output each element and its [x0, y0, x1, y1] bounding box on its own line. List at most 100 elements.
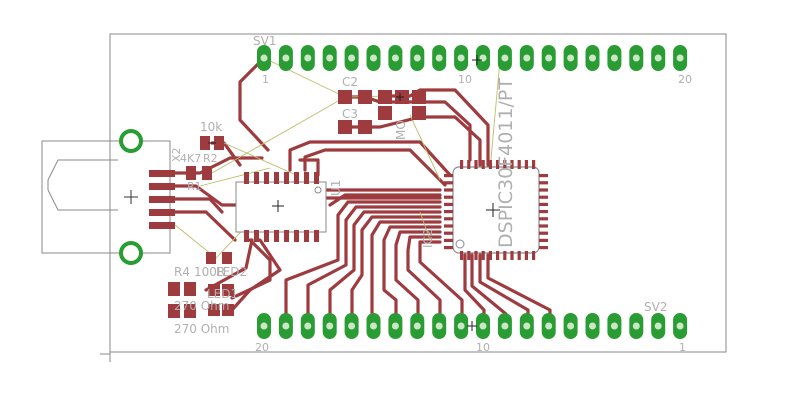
- u1-pin: [304, 230, 309, 242]
- component-r4k7: [186, 166, 212, 180]
- sv1-pad: [388, 45, 403, 71]
- u1-pin: [314, 230, 319, 242]
- u1-pin: [314, 172, 319, 184]
- ic-pin: [539, 238, 548, 242]
- u1-pin: [284, 172, 289, 184]
- sv2-pad: [673, 313, 688, 339]
- header-sv2-pads: [257, 313, 688, 339]
- ic-pin: [444, 188, 453, 192]
- label-r2: R2: [203, 152, 218, 165]
- u1-pin: [274, 172, 279, 184]
- sv1-pad: [410, 45, 425, 71]
- u1-pin: [264, 172, 269, 184]
- u1-pin: [274, 230, 279, 242]
- sv1-pad: [322, 45, 337, 71]
- sv1-pad: [257, 45, 271, 71]
- sv1-pad: [673, 45, 688, 71]
- sv2-pad: [300, 313, 315, 339]
- label-r1: R1: [187, 180, 202, 193]
- ic-pin: [539, 202, 548, 206]
- ic-pin: [510, 160, 514, 169]
- u1-pin: [244, 230, 249, 242]
- component-r2: [206, 252, 232, 264]
- ic-pin: [444, 202, 453, 206]
- label-c2: C2: [342, 75, 358, 89]
- ic-pin: [444, 231, 453, 235]
- sv2-pad: [454, 313, 469, 339]
- ic-pin: [460, 160, 464, 169]
- component-r5: [168, 304, 196, 318]
- label-x2: X2: [170, 147, 183, 162]
- sv2-pad: [388, 313, 403, 339]
- label-r4-value: 100R: [194, 265, 225, 279]
- component-c3: [338, 120, 372, 134]
- ic-pin: [539, 210, 548, 214]
- label-sv1: SV1: [253, 34, 276, 48]
- label-dspic: DSPIC30F4011/PT: [495, 78, 517, 248]
- ic-pin: [481, 251, 485, 260]
- ic-pin: [488, 160, 492, 169]
- sv2-pad: [410, 313, 425, 339]
- label-270ohm-a: 270 Ohm: [174, 299, 229, 313]
- ic-pin: [488, 251, 492, 260]
- label-r4: R4: [174, 265, 190, 279]
- ic-pin: [517, 160, 521, 169]
- sv2-pad: [497, 313, 512, 339]
- sv2-pad: [344, 313, 359, 339]
- label-led2: LED2: [216, 265, 247, 279]
- label-sv1-pin10: 10: [458, 73, 472, 86]
- ic-pin: [524, 160, 528, 169]
- sv2-pad: [651, 313, 666, 339]
- sv2-pad: [432, 313, 447, 339]
- u1-pin: [294, 230, 299, 242]
- ic-pin: [510, 251, 514, 260]
- sv1-pad: [366, 45, 381, 71]
- u1-pin: [294, 172, 299, 184]
- header-sv1-pads: [257, 45, 688, 71]
- ic-pin: [444, 210, 453, 214]
- label-ic2: IC2: [421, 228, 435, 248]
- sv1-pad: [476, 45, 490, 71]
- label-c3: C3: [342, 107, 358, 121]
- ic-pin: [539, 188, 548, 192]
- component-dspic: [444, 160, 548, 260]
- origin-markers: [467, 55, 482, 331]
- u1-pin: [264, 230, 269, 242]
- ic-pin: [444, 174, 453, 178]
- sv1-pad: [344, 45, 359, 71]
- ic-pin: [444, 224, 453, 228]
- sv1-pad: [607, 45, 622, 71]
- ic-pin: [474, 160, 478, 169]
- component-r10k: [200, 136, 224, 150]
- sv2-pad: [322, 313, 337, 339]
- component-led1: [208, 304, 234, 316]
- sv1-pad: [541, 45, 556, 71]
- u1-pin: [254, 230, 259, 242]
- sv2-pad: [563, 313, 578, 339]
- sv2-pad: [257, 313, 271, 339]
- label-led1: LED1: [207, 287, 238, 301]
- ic-pin: [467, 251, 471, 260]
- ic-pin: [503, 160, 507, 169]
- ic-pin: [503, 251, 507, 260]
- label-sv2-pin10: 10: [476, 341, 490, 354]
- component-led2: [208, 284, 234, 296]
- ic-pin: [539, 224, 548, 228]
- ic-pin: [517, 251, 521, 260]
- sv2-pad: [541, 313, 556, 339]
- label-10k: 10k: [200, 120, 222, 134]
- label-sv1-pin1: 1: [262, 73, 269, 86]
- sv2-pad: [629, 313, 644, 339]
- component-c2: [338, 90, 372, 104]
- sv2-pad: [366, 313, 381, 339]
- label-u1: U1: [329, 180, 343, 196]
- sv1-pad: [519, 45, 534, 71]
- u1-pin: [244, 172, 249, 184]
- sv1-pad: [278, 45, 293, 71]
- sv2-pad: [607, 313, 622, 339]
- sv1-pad: [497, 45, 512, 71]
- sv2-pad: [585, 313, 600, 339]
- ic-pin: [539, 174, 548, 178]
- ic-pin: [496, 160, 500, 169]
